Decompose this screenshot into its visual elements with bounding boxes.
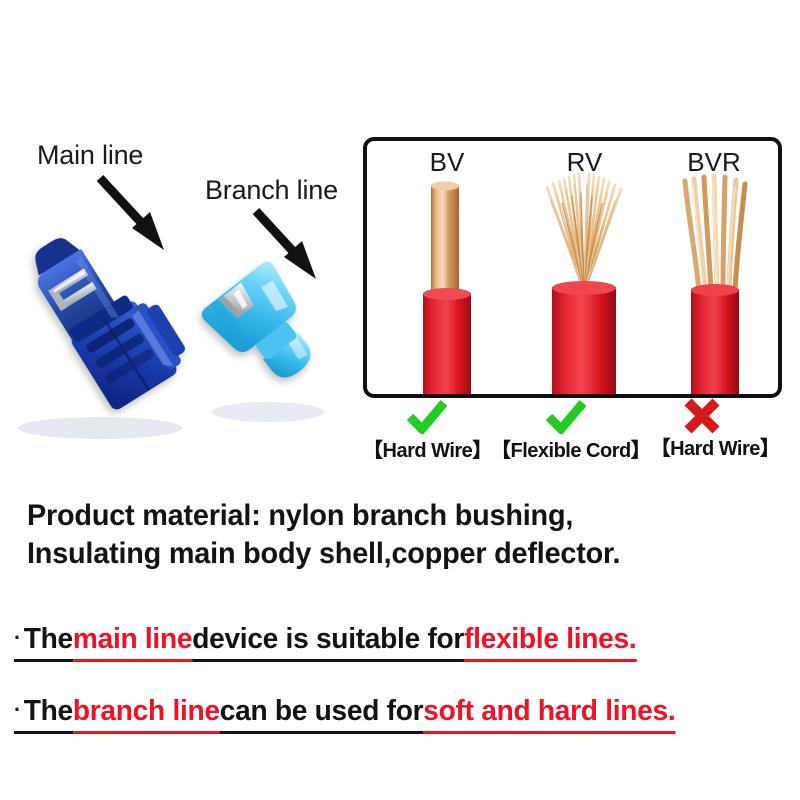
product-material-text: Product material: nylon branch bushing, …	[27, 497, 757, 573]
connector-illustration	[18, 238, 324, 439]
main-line-connector	[35, 238, 186, 410]
branch-line-terminal	[201, 261, 311, 378]
bullet-dot: ·	[14, 625, 21, 650]
bullet-1-seg-2: device is suitable for	[192, 623, 464, 662]
branch-line-arrow-icon	[252, 207, 316, 279]
bullet-2-text-0: The	[23, 695, 73, 727]
material-line-1: Product material: nylon branch bushing,	[27, 499, 574, 532]
wire-illustration-bvr	[682, 173, 748, 394]
bullet-dot: ·	[14, 697, 21, 722]
feature-bullets: ·The main line device is suitable for fl…	[14, 623, 789, 767]
check-icon	[491, 400, 641, 436]
wire-column-bvr: BVR	[659, 141, 769, 394]
wire-comparison-box: BV	[363, 137, 782, 398]
bullet-1-seg-3: flexible lines.	[464, 623, 637, 662]
connector-slot-1	[86, 318, 135, 353]
connector-top-ridge	[147, 304, 186, 356]
bullet-line-2: ·The branch line can be used for soft an…	[14, 695, 766, 739]
connector-seam	[102, 316, 151, 392]
bvr-jacket-top	[691, 284, 739, 296]
wire-illustration-bv	[423, 181, 471, 394]
material-line-2: Insulating main body shell,copper deflec…	[27, 537, 621, 570]
wire-label-bvr: BVR	[687, 147, 741, 177]
wire-label-bv: BV	[429, 147, 465, 177]
wire-column-rv: RV	[517, 141, 652, 394]
verdict-bvr: 【Hard Wire】	[641, 398, 789, 461]
cross-icon	[641, 398, 789, 434]
terminal-barrel-highlight	[288, 337, 308, 360]
verdict-bv: 【Hard Wire】	[363, 400, 492, 463]
bv-jacket-top	[423, 288, 471, 300]
spade-metal-tab	[218, 282, 254, 319]
main-connector-shadow	[18, 417, 182, 439]
bvr-strand-bundle	[682, 173, 748, 294]
wire-illustration-rv	[545, 171, 623, 394]
bv-copper-core	[431, 185, 459, 301]
verdict-label-rv: 【Flexible Cord】	[491, 440, 651, 462]
connector-top-cap	[132, 303, 181, 369]
rv-strand-bundle-dark	[561, 192, 603, 292]
connector-hinge	[69, 295, 133, 343]
bullet-2-seg-2: can be used for	[219, 695, 424, 734]
branch-connector-shadow	[212, 402, 324, 422]
bullet-1-text-0: The	[23, 623, 73, 655]
main-line-label: Main line	[37, 140, 144, 170]
bvr-strand-highlights	[692, 182, 736, 288]
bullet-1-seg-0: ·The	[14, 623, 73, 662]
connector-slot-3	[105, 349, 154, 384]
bullet-2-seg-0: ·The	[14, 695, 73, 734]
product-photo	[0, 200, 360, 450]
copper-deflector-blade	[48, 268, 97, 312]
bv-insulation	[423, 293, 471, 394]
connector-flap	[35, 238, 80, 276]
main-line-arrow-icon	[96, 174, 164, 250]
bv-copper-tip	[431, 181, 459, 191]
bullet-1-seg-1: main line	[72, 623, 192, 662]
branch-line-label: Branch line	[205, 175, 338, 205]
bullet-line-1: ·The main line device is suitable for fl…	[14, 623, 766, 667]
terminal-neck	[255, 321, 297, 359]
bullet-2-seg-3: soft and hard lines.	[423, 695, 676, 734]
verdict-rv: 【Flexible Cord】	[491, 400, 651, 463]
terminal-highlight	[261, 280, 288, 312]
bvr-insulation	[691, 289, 739, 394]
rv-jacket-top	[552, 281, 616, 295]
terminal-edge-shade	[209, 298, 255, 353]
rv-insulation	[552, 287, 616, 394]
connector-highlight	[132, 310, 174, 366]
check-icon	[363, 400, 491, 436]
verdict-label-bv: 【Hard Wire】	[363, 440, 492, 462]
wire-column-bv: BV	[387, 141, 507, 394]
connector-slot-2	[95, 333, 145, 368]
verdict-label-bvr: 【Hard Wire】	[650, 438, 780, 460]
bullet-2-seg-1: branch line	[72, 695, 220, 734]
connector-jaw-highlight	[76, 256, 120, 318]
